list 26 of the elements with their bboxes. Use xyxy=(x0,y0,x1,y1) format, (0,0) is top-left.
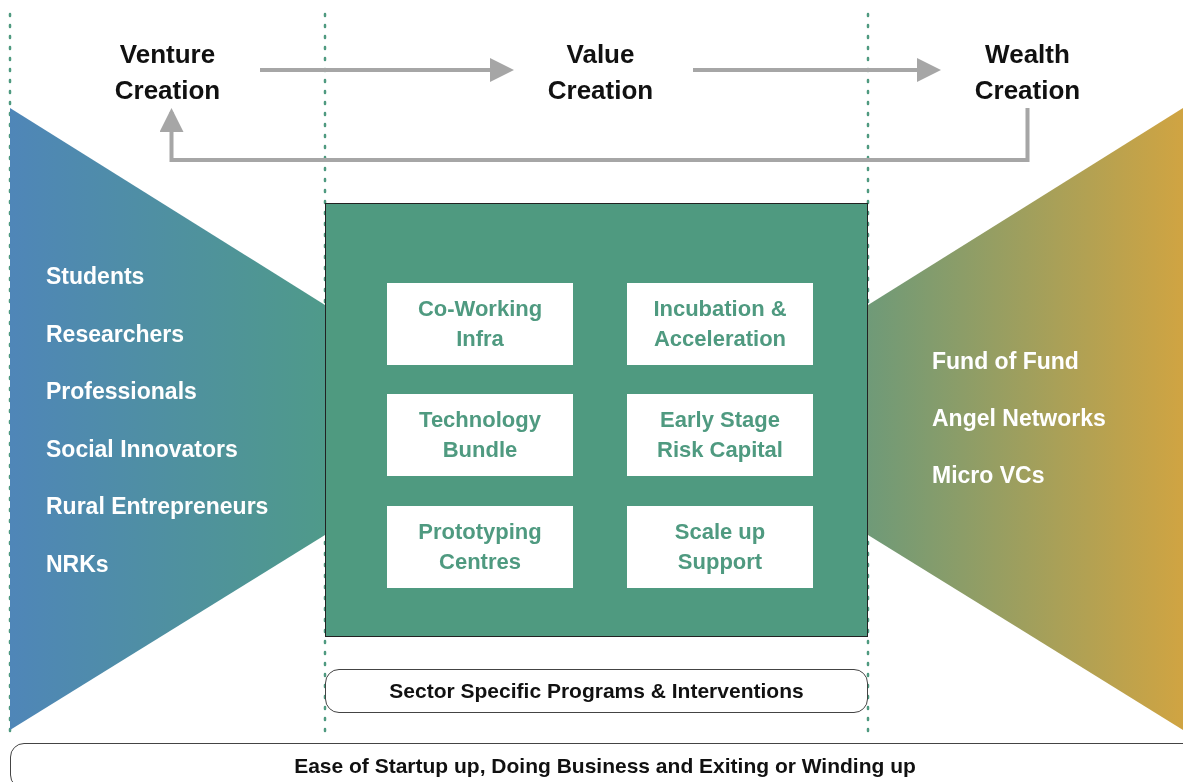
group-label: Micro VCs xyxy=(932,462,1045,489)
service-box: Prototyping Centres xyxy=(387,506,573,588)
service-box: Scale up Support xyxy=(627,506,813,588)
group-label: Rural Entrepreneurs xyxy=(46,493,269,520)
group-label: NRKs xyxy=(46,550,109,578)
group-label: Professionals xyxy=(46,378,197,405)
foundation-bar: Sector Specific Programs & Interventions xyxy=(325,669,868,713)
ecosystem-panel xyxy=(325,203,868,637)
founder-funnel xyxy=(10,108,325,730)
arrow xyxy=(693,58,941,82)
investor-funnel xyxy=(868,108,1183,730)
group-label: Fund of Fund xyxy=(932,348,1079,375)
stage-heading: Venture Creation xyxy=(95,36,240,108)
foundation-bar: Ease of Startup up, Doing Business and Exiting or Winding up xyxy=(10,743,1183,782)
group-label: Angel Networks xyxy=(932,405,1106,432)
stage-heading: Wealth Creation xyxy=(955,36,1100,108)
arrow xyxy=(159,108,1030,162)
group-label: Students xyxy=(46,263,145,290)
group-label: Social Innovators xyxy=(46,435,238,463)
service-box: Incubation & Acceleration xyxy=(627,283,813,365)
service-box: Co-Working Infra xyxy=(387,283,573,365)
service-box: Technology Bundle xyxy=(387,394,573,476)
group-label: Researchers xyxy=(46,320,185,348)
stage-heading: Value Creation xyxy=(528,36,673,108)
arrow xyxy=(260,58,514,82)
service-box: Early Stage Risk Capital xyxy=(627,394,813,476)
